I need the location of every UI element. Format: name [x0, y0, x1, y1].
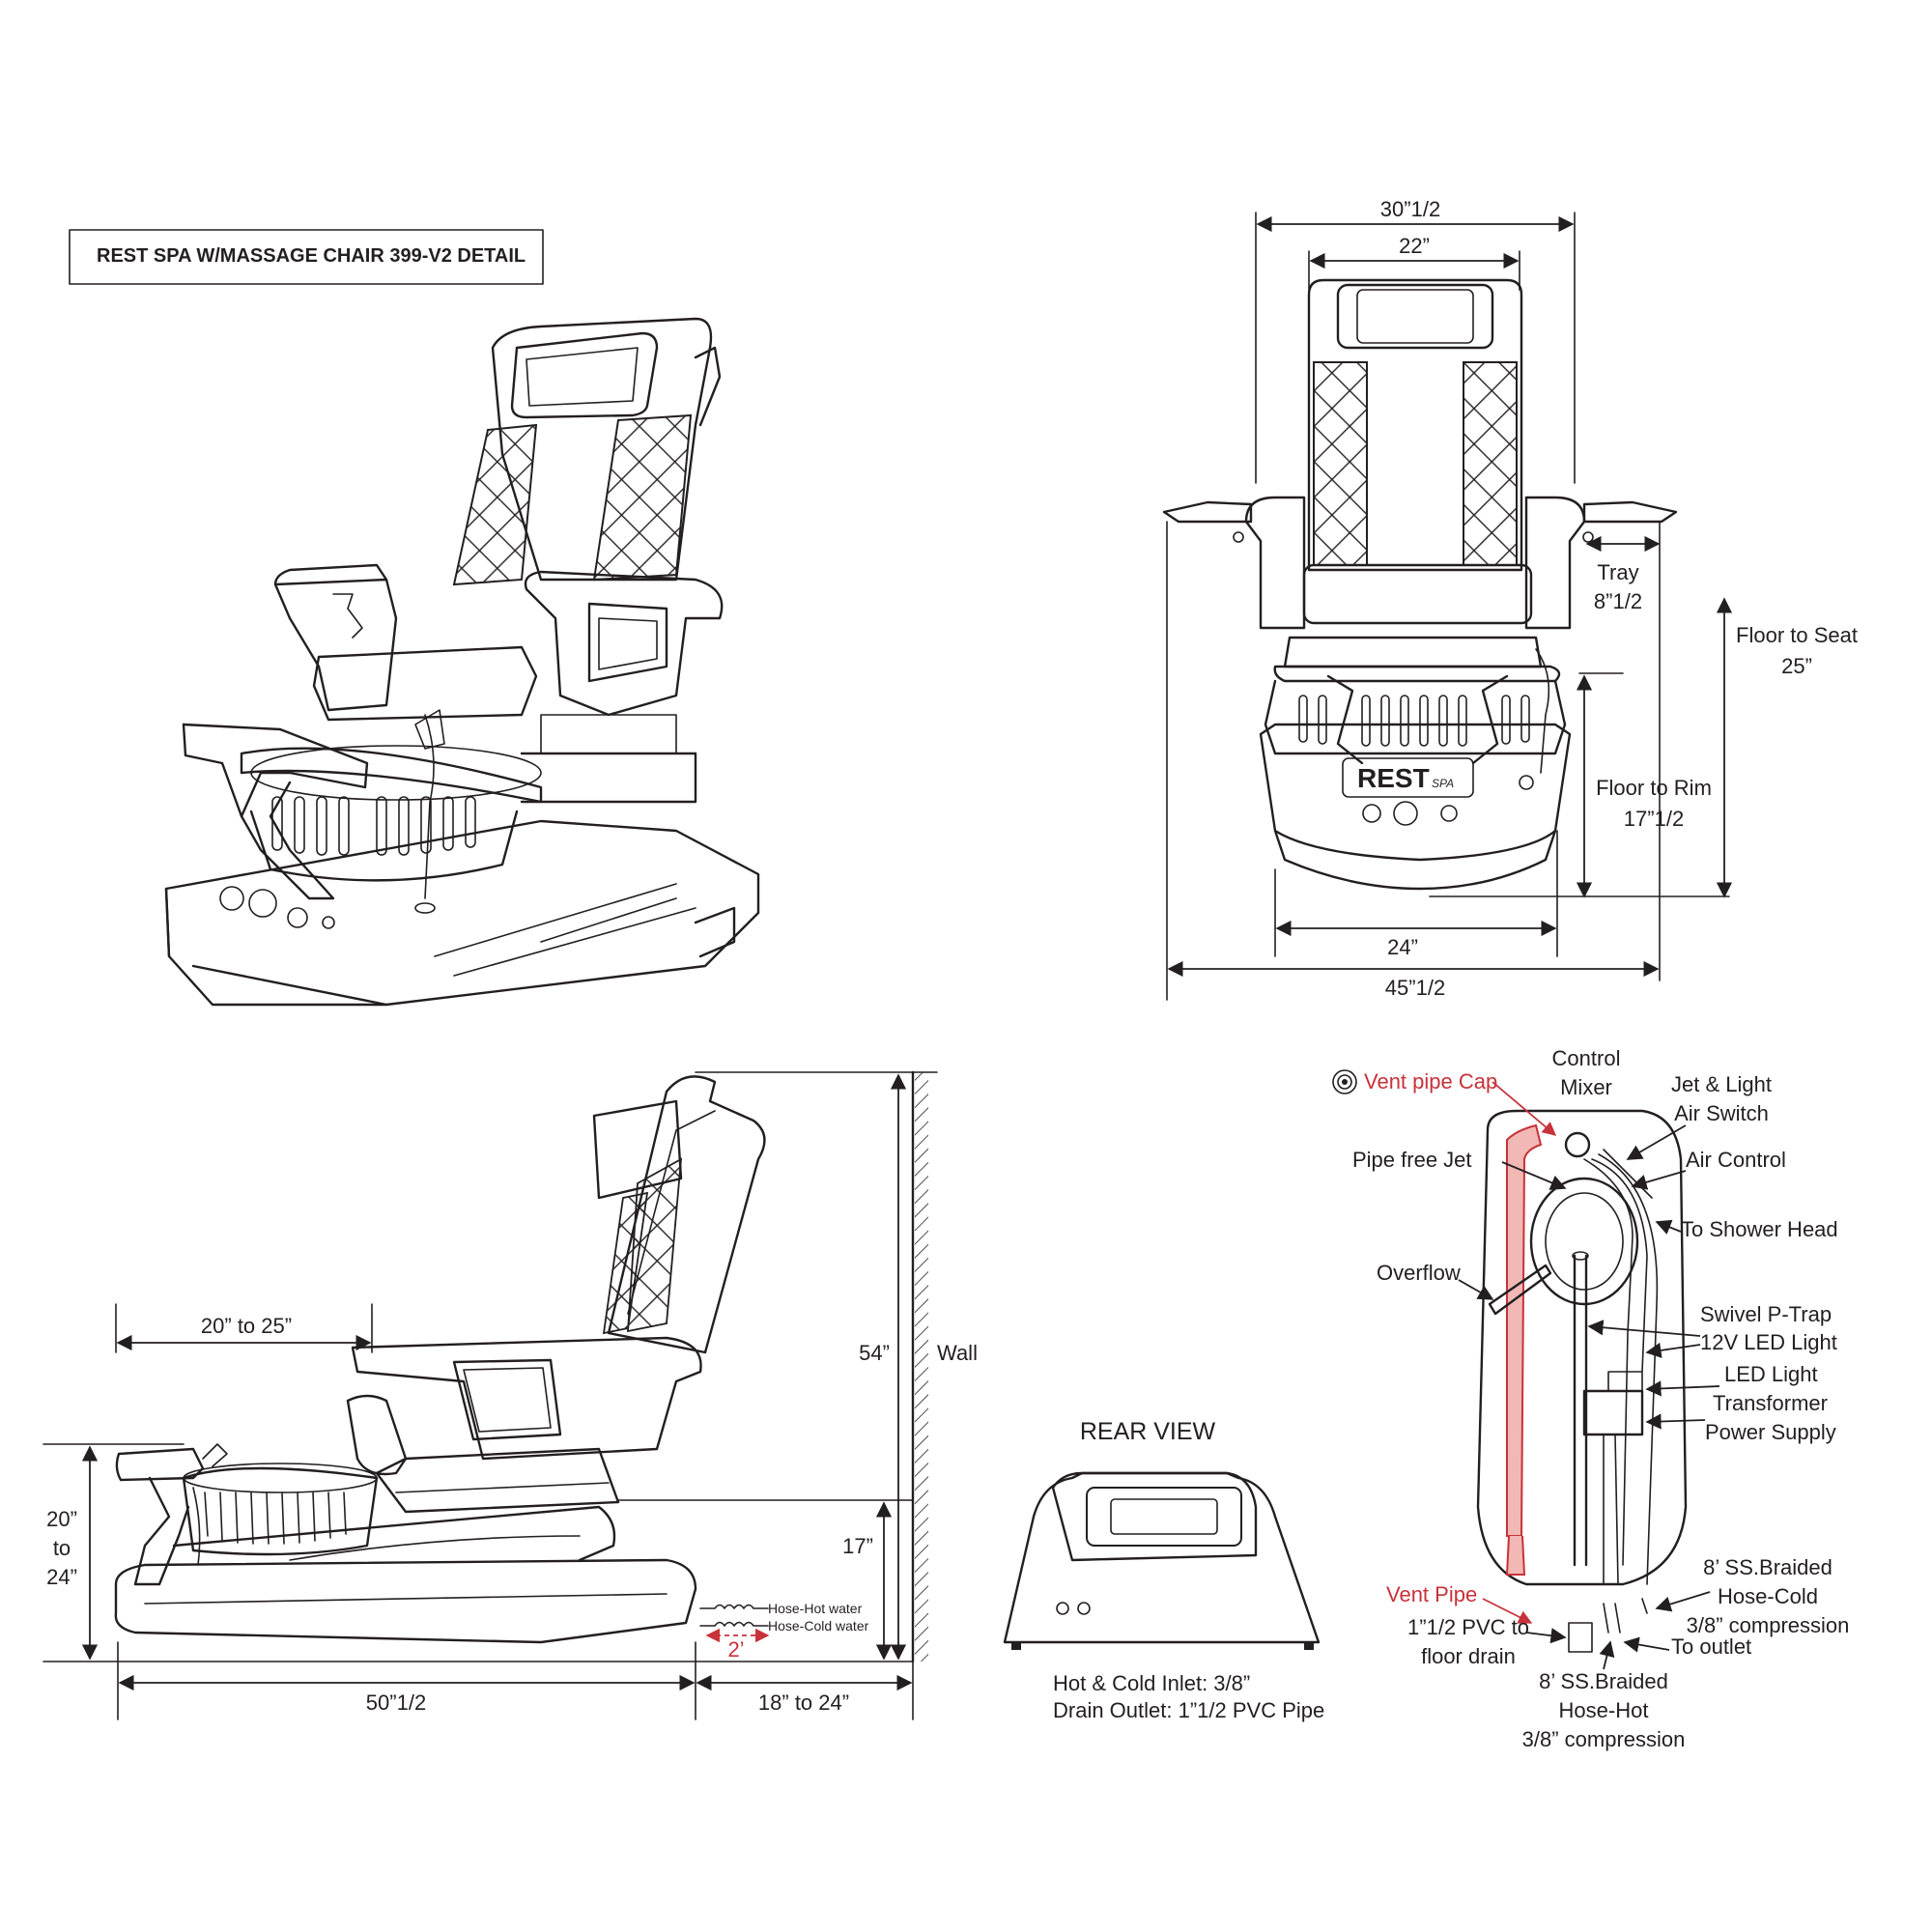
- logo-sub: SPA: [1432, 777, 1454, 790]
- logo-main: REST: [1357, 763, 1430, 793]
- ptrap-label: Swivel P-Trap: [1700, 1302, 1832, 1326]
- control-mixer-1: Control: [1552, 1046, 1621, 1070]
- floor-to-seat-value: 25”: [1781, 654, 1812, 678]
- rear-drain: Drain Outlet: 1”1/2 PVC Pipe: [1053, 1698, 1324, 1722]
- title-box: REST SPA W/MASSAGE CHAIR 399-V2 DETAIL: [69, 229, 544, 285]
- air-control-label: Air Control: [1686, 1148, 1786, 1172]
- control-mixer-2: Mixer: [1560, 1075, 1612, 1099]
- pvc-label-2: floor drain: [1421, 1644, 1516, 1668]
- dim-base-width: 24”: [1387, 935, 1418, 959]
- braided-cold-1: 8’ SS.Braided: [1703, 1555, 1833, 1579]
- braided-hot-2: Hose-Hot: [1559, 1698, 1649, 1722]
- overflow-label: Overflow: [1377, 1261, 1461, 1285]
- led-transformer-3: Power Supply: [1705, 1420, 1836, 1444]
- braided-hot-3: 3/8” compression: [1522, 1727, 1686, 1751]
- dim-height-total: 54”: [859, 1341, 890, 1365]
- dim-footrest-height-top: 20”: [46, 1507, 77, 1531]
- jet-light-1: Jet & Light: [1671, 1072, 1772, 1096]
- tray-value: 8”1/2: [1594, 589, 1642, 613]
- dim-footrest-height-bot: 24”: [46, 1565, 77, 1589]
- hose-length: 2’: [727, 1637, 744, 1662]
- dim-overall-width: 45”1/2: [1385, 976, 1445, 1000]
- shower-head-label: To Shower Head: [1681, 1217, 1838, 1241]
- dim-wall-clearance: 18” to 24”: [758, 1690, 849, 1715]
- dim-footrest-height-mid: to: [53, 1536, 71, 1560]
- floor-to-seat-label: Floor to Seat: [1736, 623, 1858, 647]
- front-view: 30”1/2 22”: [1162, 197, 1858, 1001]
- rear-view: REAR VIEW Hot & Cold Inlet: 3/8” Drain O…: [1003, 1418, 1324, 1722]
- dim-footrest-reach: 20” to 25”: [201, 1314, 292, 1338]
- rear-inlet: Hot & Cold Inlet: 3/8”: [1053, 1671, 1250, 1695]
- led-transformer-2: Transformer: [1713, 1391, 1828, 1415]
- braided-cold-2: Hose-Cold: [1718, 1584, 1818, 1608]
- dim-overall-top: 30”1/2: [1380, 197, 1440, 221]
- dim-length: 50”1/2: [366, 1690, 426, 1715]
- led-12v-label: 12V LED Light: [1700, 1330, 1837, 1354]
- vent-pipe-cap-label: Vent pipe Cap: [1364, 1069, 1497, 1094]
- side-view: Wall 54” 17”: [43, 1070, 978, 1720]
- braided-hot-1: 8’ SS.Braided: [1539, 1669, 1668, 1693]
- perspective-view: [164, 317, 760, 1007]
- braided-cold-3: 3/8” compression: [1687, 1613, 1850, 1637]
- hose-cold-label: Hose-Cold water: [768, 1618, 869, 1634]
- dim-seat-height: 17”: [842, 1534, 873, 1558]
- vent-pipe-label: Vent Pipe: [1386, 1582, 1477, 1606]
- dim-back-width: 22”: [1399, 234, 1430, 258]
- to-outlet-label: To outlet: [1671, 1634, 1751, 1659]
- floor-to-rim-value: 17”1/2: [1624, 807, 1684, 831]
- wall-label: Wall: [937, 1341, 978, 1365]
- led-transformer-1: LED Light: [1724, 1362, 1818, 1386]
- floor-to-rim-label: Floor to Rim: [1596, 776, 1712, 800]
- pvc-label-1: 1”1/2 PVC to: [1407, 1615, 1529, 1639]
- plumbing-diagram: Vent pipe Cap Vent Pipe Control Mixer Je…: [1332, 1046, 1850, 1751]
- jet-light-2: Air Switch: [1674, 1101, 1769, 1125]
- pipe-free-jet-label: Pipe free Jet: [1352, 1148, 1472, 1172]
- drawing-title: REST SPA W/MASSAGE CHAIR 399-V2 DETAIL: [97, 245, 526, 267]
- hose-hot-label: Hose-Hot water: [768, 1601, 863, 1616]
- rear-view-title: REAR VIEW: [1080, 1418, 1216, 1445]
- tray-label: Tray: [1597, 560, 1638, 584]
